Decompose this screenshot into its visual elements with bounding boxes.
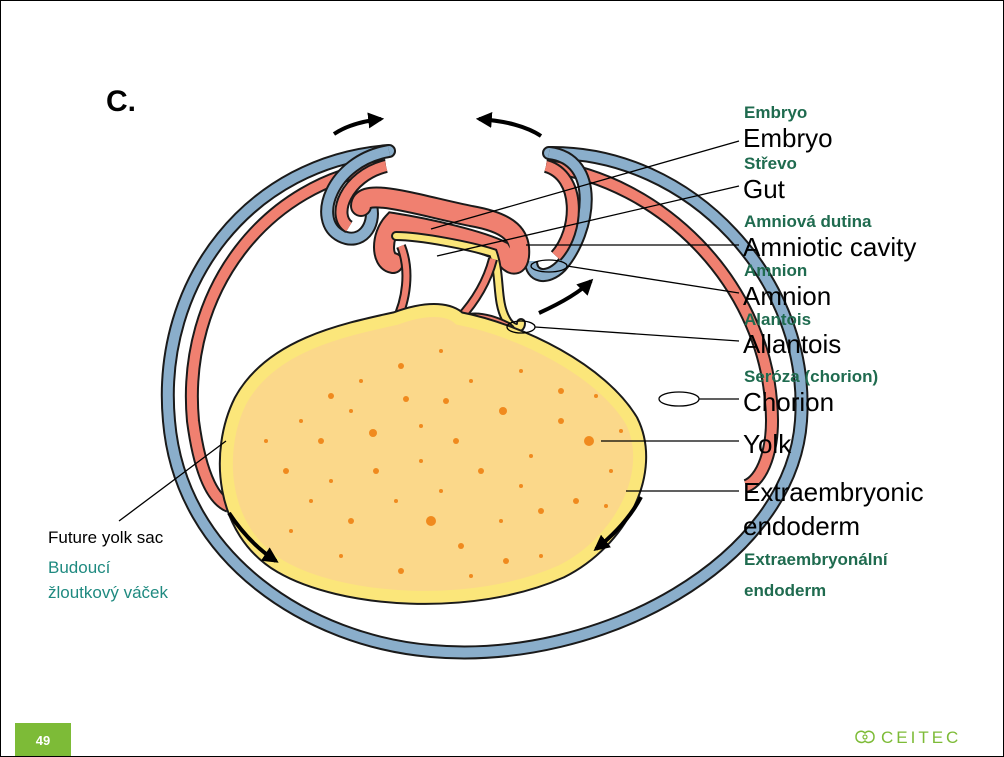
label-amnion-en: Amnion bbox=[743, 283, 831, 309]
label-future-yolk-sac-cz-2: žloutkový váček bbox=[48, 580, 248, 605]
label-extraembryonic-endoderm-cz-2: endoderm bbox=[744, 582, 826, 599]
label-chorion-cz: Seróza (chorion) bbox=[744, 368, 878, 385]
label-extraembryonic-endoderm-en-1: Extraembryonic bbox=[743, 479, 924, 505]
label-chorion-en: Chorion bbox=[743, 389, 834, 415]
label-gut-cz: Střevo bbox=[744, 155, 797, 172]
label-allantois-en: Allantois bbox=[743, 331, 841, 357]
panel-letter: C. bbox=[106, 85, 136, 119]
arrow-allantois-out bbox=[539, 281, 591, 313]
label-amnion-cz: Amnion bbox=[744, 262, 807, 279]
ceitec-logo-icon bbox=[853, 728, 877, 746]
label-extraembryonic-endoderm-en-2: endoderm bbox=[743, 513, 860, 539]
arrow-top-left bbox=[334, 119, 381, 134]
label-future-yolk-sac-en: Future yolk sac bbox=[48, 529, 163, 546]
arrow-top-right bbox=[479, 119, 541, 136]
yolk-sac bbox=[227, 311, 639, 597]
label-embryo-cz: Embryo bbox=[744, 104, 807, 121]
label-gut-en: Gut bbox=[743, 176, 785, 202]
label-extraembryonic-endoderm-cz-1: Extraembryonální bbox=[744, 551, 888, 568]
page-number-badge: 49 bbox=[15, 723, 71, 757]
leader-allantois bbox=[535, 327, 739, 341]
label-amniotic-cavity-en: Amniotic cavity bbox=[743, 234, 916, 260]
leader-chorion-ring bbox=[659, 392, 699, 406]
label-amniotic-cavity-cz: Amniová dutina bbox=[744, 213, 872, 230]
ceitec-logo: CEITEC bbox=[853, 728, 961, 746]
label-yolk-en: Yolk bbox=[743, 431, 791, 457]
label-embryo-en: Embryo bbox=[743, 125, 833, 151]
label-future-yolk-sac-cz: Budoucí žloutkový váček bbox=[48, 555, 248, 605]
label-future-yolk-sac-cz-1: Budoucí bbox=[48, 555, 248, 580]
logo-text: CEITEC bbox=[881, 729, 961, 746]
yolk-mass bbox=[227, 311, 639, 597]
label-allantois-cz: Alantois bbox=[744, 311, 811, 328]
